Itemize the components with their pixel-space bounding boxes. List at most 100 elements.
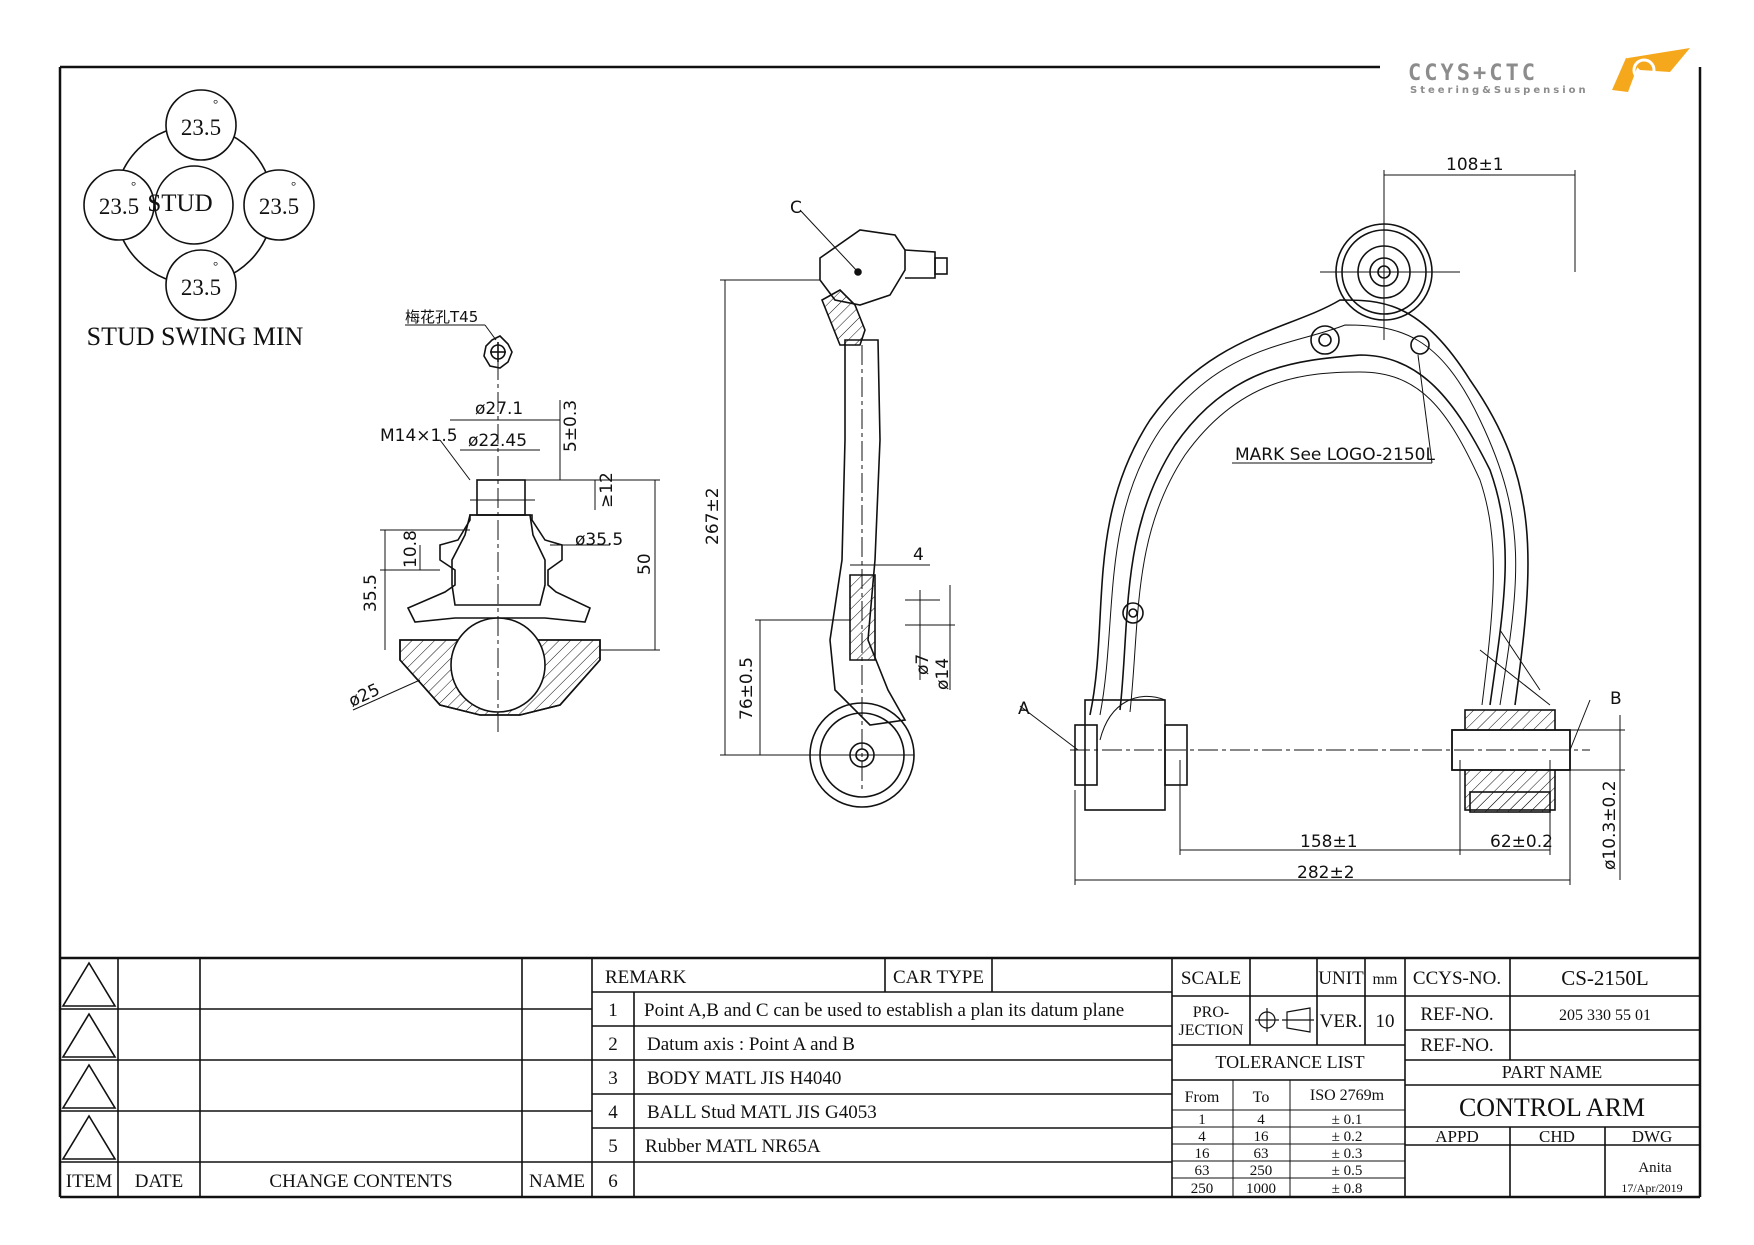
remark-no-5: 5 [608,1136,618,1157]
ball-diameter-label: ø25 [346,680,383,712]
tolerance-to: 63 [1254,1146,1269,1162]
tolerance-row: 1 4 ± 0.1 [1198,1112,1362,1128]
tolerance-from: 1 [1198,1112,1206,1128]
swing-angle-left: 23.5 [99,194,139,219]
swing-degree-bottom: ° [213,258,218,273]
tolerance-value: ± 0.8 [1332,1181,1363,1197]
ref-no2-label: REF-NO. [1420,1035,1493,1056]
point-a-label: A [1018,699,1030,719]
scale-unit-block: SCALE UNIT mm PRO- JECTION VER. 10 [1179,968,1398,1039]
stud-swing-labels: STUD 23.5 23.5 23.5 23.5 ° ° ° ° STUD SW… [87,96,304,351]
tolerance-header-to: To [1253,1089,1270,1106]
revision-triangle-icon [61,1012,117,1058]
outer-diameter-label: ø27.1 [475,399,523,419]
mark-label: MARK See LOGO-2150L [1235,445,1435,465]
car-type-label: CAR TYPE [893,967,984,988]
inner-diameter-label: ø22.45 [468,431,527,451]
tolerance-row: 63 250 ± 0.5 [1195,1163,1363,1179]
point-b-label: B [1610,689,1622,709]
revision-triangle-icon [61,1063,117,1109]
large-diameter-label: ø14 [933,658,953,690]
thread-length-label: ≥12 [597,472,617,508]
tolerance-to: 250 [1250,1163,1273,1179]
tolerance-from: 250 [1191,1181,1214,1197]
small-diameter-label: ø7 [913,654,933,675]
tolerance-value: ± 0.3 [1332,1146,1363,1162]
company-logo: CCYS+CTC Steering&Suspension [1408,48,1690,96]
dwg-label: DWG [1632,1127,1673,1146]
sheet-frame [58,65,1702,1199]
part-info-block: CCYS-NO. CS-2150L REF-NO. 205 330 55 01 … [1413,966,1683,1195]
top-view-dims: 108±1 MARK See LOGO-2150L A B 158±1 62±0… [1018,155,1622,883]
remark-text-2: Datum axis : Point A and B [647,1034,855,1055]
ccys-no-value: CS-2150L [1561,966,1649,990]
remark-text-5: Rubber MATL NR65A [645,1136,821,1157]
torx-socket-icon [483,335,513,369]
logo-tagline: Steering&Suspension [1410,85,1589,96]
tolerance-row: 4 16 ± 0.2 [1198,1129,1362,1145]
remark-no-2: 2 [608,1034,618,1055]
part-name-value: CONTROL ARM [1459,1093,1645,1122]
tolerance-header-from: From [1185,1089,1220,1106]
scale-label: SCALE [1181,968,1241,989]
remark-text-4: BALL Stud MATL JIS G4053 [647,1102,877,1123]
remark-no-6: 6 [608,1171,618,1192]
socket-label: 梅花孔T45 [405,308,478,326]
height-50-label: 50 [635,553,655,575]
top-height-label: 5±0.3 [561,400,581,452]
chd-label: CHD [1539,1127,1575,1146]
remark-no-3: 3 [608,1068,618,1089]
tolerance-from: 4 [1198,1129,1206,1145]
stud-swing-diagram [83,89,315,321]
projection-label-1: PRO- [1193,1004,1229,1021]
tolerance-header-iso: ISO 2769m [1310,1087,1385,1104]
unit-label: UNIT [1318,968,1364,989]
header-date: DATE [135,1171,184,1192]
top-view [1019,170,1625,885]
logo-mark-icon [1612,48,1690,92]
remark-no-1: 1 [608,1000,618,1021]
tolerance-title: TOLERANCE LIST [1215,1052,1364,1072]
length-label: 267±2 [703,487,723,545]
revision-headers: ITEM DATE CHANGE CONTENTS NAME [66,1171,585,1192]
swing-angle-top: 23.5 [181,115,221,140]
appd-label: APPD [1435,1127,1478,1146]
dwg-name: Anita [1638,1160,1672,1176]
ref-no-label: REF-NO. [1420,1004,1493,1025]
part-name-label: PART NAME [1502,1062,1602,1082]
tolerance-from: 16 [1195,1146,1211,1162]
boot-diameter-label: ø35.5 [575,530,623,550]
tolerance-to: 4 [1257,1112,1265,1128]
logo-name: CCYS+CTC [1408,61,1538,86]
swing-angle-right: 23.5 [259,194,299,219]
revision-markers [61,961,117,1160]
tolerance-value: ± 0.1 [1332,1112,1363,1128]
ver-label: VER. [1320,1011,1363,1032]
dim-158-label: 158±1 [1300,832,1358,852]
tolerance-value: ± 0.2 [1332,1129,1363,1145]
swing-angle-bottom: 23.5 [181,275,221,300]
remark-text-3: BODY MATL JIS H4040 [647,1068,841,1089]
dim-282-label: 282±2 [1297,863,1355,883]
remarks: REMARK CAR TYPE 1 Point A,B and C can be… [605,967,1124,1192]
remark-header: REMARK [605,967,687,988]
swing-degree-top: ° [213,96,218,111]
revision-triangle-icon [61,1114,117,1160]
side-view-dims: C 267±2 4 76±0.5 ø7 ø14 [703,198,953,720]
projection-symbol-icon [1255,1007,1314,1033]
thickness-label: 4 [913,545,924,565]
tolerance-row: 16 63 ± 0.3 [1195,1146,1363,1162]
offset-label: 76±0.5 [737,657,757,720]
ball-joint-section [352,324,660,735]
thread-label: M14×1.5 [380,426,458,446]
tolerance-list: TOLERANCE LIST From To ISO 2769m 1 4 ± 0… [1185,1052,1385,1197]
boot-height-label: 10.8 [401,530,421,568]
tolerance-value: ± 0.5 [1332,1163,1363,1179]
remark-text-1: Point A,B and C can be used to establish… [644,1000,1124,1021]
ver-value: 10 [1376,1011,1395,1032]
revision-triangle-icon [61,961,117,1007]
ref-no-value: 205 330 55 01 [1559,1007,1651,1024]
header-item: ITEM [66,1171,113,1192]
swing-degree-right: ° [291,178,296,193]
